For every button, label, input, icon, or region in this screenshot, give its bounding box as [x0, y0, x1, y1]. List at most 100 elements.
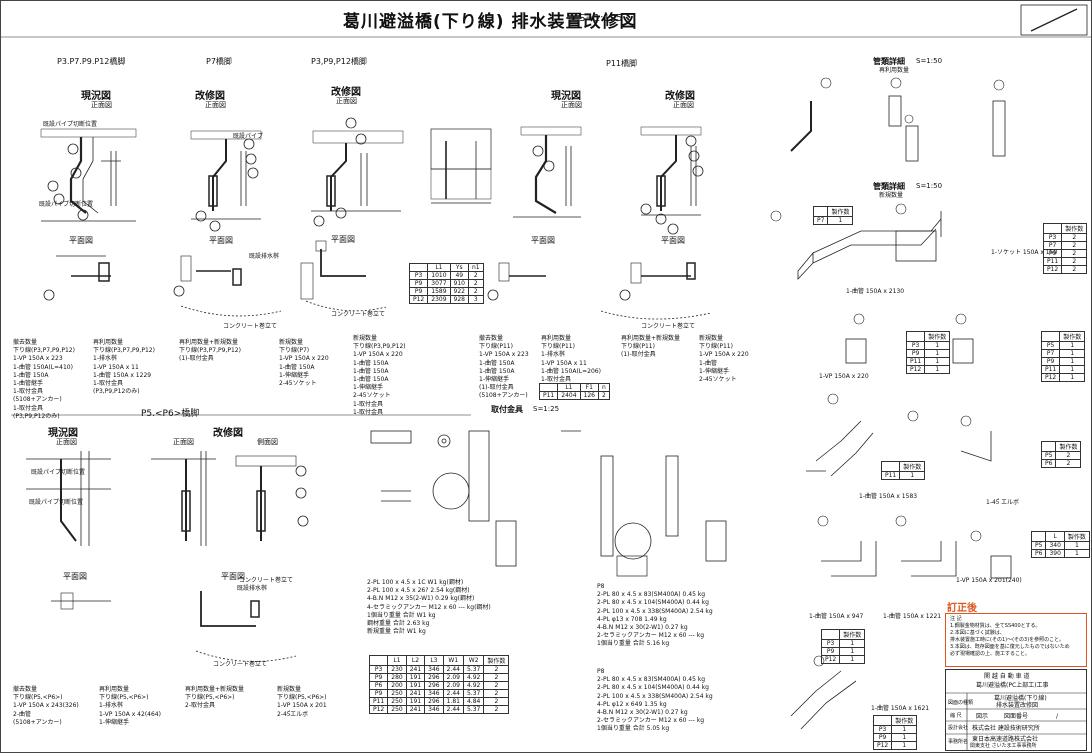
drawing-kind-label: 図面の種類 [948, 700, 974, 706]
revision-note: 2.本図に基づく試験は、 [950, 630, 1005, 636]
table-cell [872, 715, 893, 726]
table-cell: n1 [468, 263, 484, 272]
fitting-table-1: 2-PL 100 x 4.5 x 1C W1 kg(鋼材) 2-PL 100 x… [367, 579, 491, 636]
qty-line: 撤去数量 [13, 339, 38, 346]
table-cell: 2.09 [442, 673, 464, 682]
qty-line: (1)-取付金具 [479, 384, 514, 392]
view-front-1: 正面図 [91, 101, 112, 109]
table-cell: 2 [483, 665, 510, 674]
table-cell: 2 [483, 689, 510, 698]
drawing-scale: S=1:125 [579, 13, 623, 24]
header-p5: P5.<P6>橋脚 [141, 409, 200, 419]
view-plan-1: 平面図 [69, 236, 93, 245]
qty-line: (5108+アンカー) [13, 396, 62, 404]
table-cell: P6 [1040, 459, 1057, 468]
header-p7: P7橋脚 [206, 57, 232, 66]
fit-line: 2-PL 100 x 4.5 x 338(SM400A) 2.54 kg [597, 607, 713, 615]
fitting-qty-b: P8 2-PL 80 x 4.5 x 83(SM400A) 0.45 kg 2-… [597, 668, 713, 734]
qty-block-f: 撤去数量 下り線(P11) 1-VP 150A x 223 1-曲管 150A … [479, 335, 529, 401]
qty-line: 2-45゚エルボ [277, 710, 309, 718]
table-cell: 製作数 [899, 461, 926, 472]
qty-line: 1-曲管 150A(L=206) [541, 367, 601, 375]
label-existing-drain-1: 既設排水桝 [249, 253, 280, 260]
view-front-5: 正面図 [673, 101, 694, 109]
label-pipe-cut-3: 既設パイプ切断位置 [31, 469, 86, 476]
qty-line: 撤去数量 [479, 335, 504, 342]
qty-line: 下り線(P11) [479, 343, 513, 351]
pipe-caption-1: 1-曲管 150A x 2130 [846, 288, 905, 295]
qty-block-a: 撤去数量 下り線(P3,P7,P9,P12) 1-VP 150A x 223 1… [13, 339, 75, 421]
table-cell: 1 [1059, 373, 1086, 382]
table-cell: 230 [387, 665, 407, 674]
table-cell: 1010 [427, 271, 451, 280]
fit-row: 4-セラミックアンカー M12 x 60 --- kg(鋼材) [367, 603, 491, 611]
table-cell: 2.44 [442, 705, 464, 714]
table-cell: 1 [1063, 541, 1090, 550]
table-cell: L1 [557, 383, 581, 392]
table-cell: 1589 [427, 287, 451, 296]
fit-line: 2-PL 80 x 4.5 x 104(SM400A) 0.44 kg [597, 599, 709, 607]
table-cell: 製作数 [1055, 441, 1082, 452]
table-cell: 製作数 [1061, 223, 1088, 234]
table-cell: P11 [368, 697, 389, 706]
qty-line: 1-曲管 150A [353, 376, 389, 384]
table-header-row: 製作数 [812, 206, 854, 217]
header-pipe-detail-1: 管類詳細 [873, 57, 905, 66]
qty-line: 1-曲管 150A [353, 359, 389, 367]
table-cell: 1 [839, 655, 866, 664]
table-cell: 2 [483, 697, 510, 706]
qty-line: 1-排水桝 [99, 702, 123, 710]
table-cell: 280 [387, 673, 407, 682]
qty-line: 下り線(P5,<P6>) [99, 694, 149, 702]
qty-line: 1-曲管 150A [279, 363, 315, 371]
table-cell: 2404 [557, 391, 581, 400]
table-cell [880, 461, 901, 472]
header-p3-group: P3.P7.P9.P12橋脚 [57, 57, 126, 66]
pipe-caption-6: 1-曲管 150A x 1221 [883, 613, 942, 620]
qty-line: 1-VP 150A x 220 [279, 355, 329, 363]
view-plan-6: 平面図 [63, 572, 87, 581]
table-cell [1040, 331, 1061, 342]
table-cell: P9 [408, 287, 429, 296]
table-header-row: 製作数 [820, 629, 866, 640]
table-cell: 1 [1059, 341, 1086, 350]
qty-line: 1-取付金具 [13, 388, 43, 396]
table-cell: L1 [427, 263, 451, 272]
office-label: 事務所名 [948, 739, 969, 745]
table-cell: P3 [368, 665, 389, 674]
fit-row: 2-PL 100 x 4.5 x 26? 2.54 kg(鋼材) [367, 587, 470, 595]
qty-line: 1-VP 150A x 243(326) [13, 702, 79, 710]
table-cell: 200 [387, 681, 407, 690]
table-cell: 241 [405, 665, 426, 674]
table-cell: 390 [1045, 549, 1065, 558]
scale-label: 縮 尺 [950, 713, 962, 719]
qty-line: 新規数量 [353, 335, 378, 342]
table-cell: P9 [820, 647, 841, 656]
table-cell: P3 [1042, 233, 1063, 242]
qty-block-k: 再利用数量 下り線(P5,<P6>) 1-排水桝 1-VP 150A x 42(… [99, 686, 161, 727]
table-cell: P11 [538, 391, 559, 400]
fit-row: 2-PL 100 x 4.5 x 1C W1 kg(鋼材) [367, 579, 464, 586]
table-cell: n [598, 383, 610, 392]
view-front-2: 正面図 [205, 101, 226, 109]
label-concrete-3: コンクリート巻立て [641, 323, 696, 330]
table-cell: 製作数 [1063, 531, 1090, 542]
table-cell [812, 206, 829, 217]
qty-line: (P3,P9,P12のみ) [13, 412, 60, 420]
view-modified-3: 改修図 [665, 91, 695, 102]
fit-line: 4-B.N M12 x 30(2-W1) 0.27 kg [597, 709, 688, 717]
table-cell: P7 [1040, 349, 1061, 358]
fit-line: 2-セラミックアンカー M12 x 60 --- kg [597, 632, 705, 640]
table-cell: P11 [1042, 257, 1063, 266]
